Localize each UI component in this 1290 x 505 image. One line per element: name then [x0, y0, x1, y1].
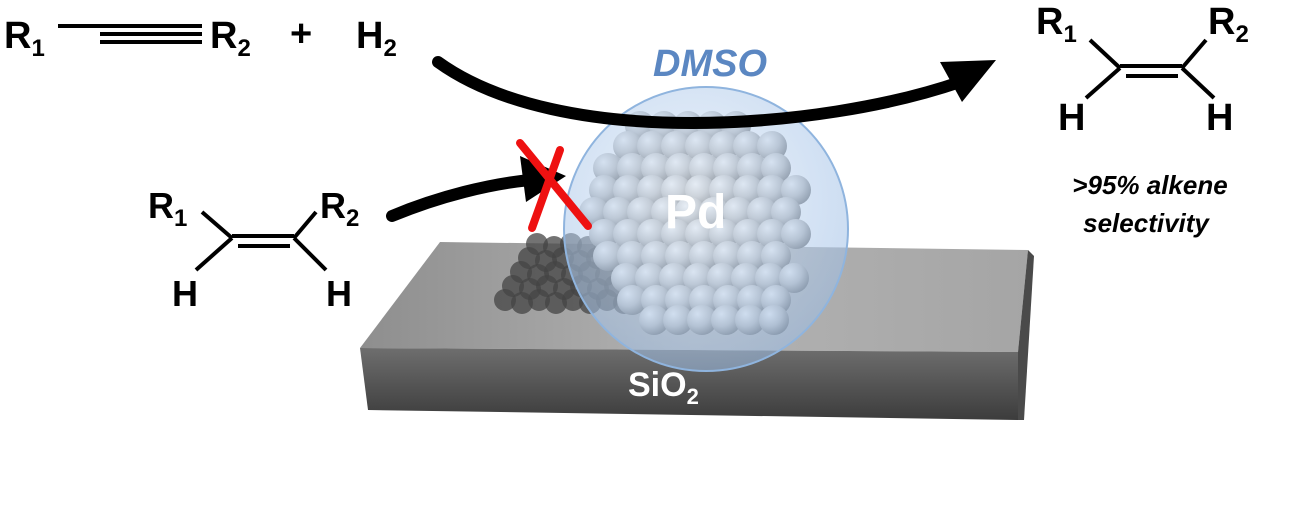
support-label: SiO2: [628, 366, 699, 409]
solvent-label: DMSO: [653, 43, 767, 85]
metal-label: Pd: [665, 186, 726, 239]
alkene-h-right: H: [326, 273, 352, 314]
shadow-blob: [543, 236, 565, 258]
product-r2: R2: [1208, 1, 1249, 48]
alkene-r1: R1: [148, 185, 187, 232]
selectivity-line-2: selectivity: [1083, 208, 1210, 238]
alkene-h-left: H: [172, 273, 198, 314]
support-formula: SiO: [628, 366, 687, 404]
alkene-r2: R2: [320, 185, 359, 232]
readsorption-arrow: [386, 156, 566, 222]
product-h-right: H: [1206, 97, 1233, 139]
alkyne-structure: R1 R2: [4, 15, 251, 62]
support-subscript: 2: [687, 384, 699, 409]
product-h-left: H: [1058, 97, 1085, 139]
product-r1: R1: [1036, 1, 1077, 48]
blocked-cross-icon: [516, 139, 592, 232]
selectivity-line-1: >95% alkene: [1072, 170, 1227, 200]
alkene-structure: R1 R2 H H: [148, 185, 359, 314]
shadow-blob: [526, 233, 548, 255]
reaction-arrow: [432, 56, 996, 129]
alkyne-r1: R1: [4, 15, 45, 62]
product-structure: R1 R2 H H: [1036, 1, 1249, 139]
solvent-droplet: [563, 86, 849, 372]
hydrogen-reactant: H2: [356, 15, 397, 62]
alkyne-r2: R2: [210, 15, 251, 62]
plus-sign: +: [290, 13, 312, 55]
